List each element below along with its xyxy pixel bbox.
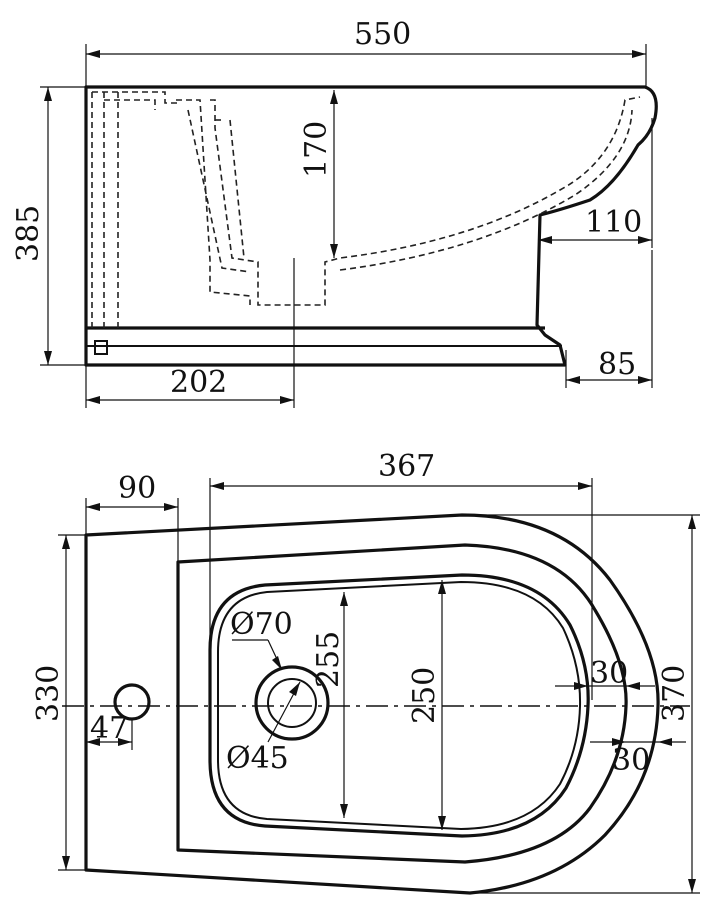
arrow-90-right [164,503,178,511]
dim-202: 202 [170,365,227,400]
dim-47: 47 [90,711,128,746]
hidden-rear-top [92,91,178,104]
dim-30b: 30 [612,743,650,778]
arrow-250-top [438,580,446,594]
arrow-202-left [86,396,100,404]
arrow-30b-left [612,738,626,746]
dim-367: 367 [378,449,435,484]
arrow-30a-right [626,682,640,690]
arrow-47-right [118,738,132,746]
arrow-255-top [340,592,348,606]
top-outer-outline [84,513,660,895]
dim-170: 170 [299,121,334,178]
arrow-47-left [86,738,100,746]
arrow-o45 [289,682,300,696]
arrow-85-left [566,376,580,384]
arrow-370-top [688,515,696,529]
dim-370: 370 [657,665,692,722]
arrow-30a-left [574,682,588,690]
dim-30a: 30 [590,656,628,691]
arrow-550-left [86,50,100,58]
hidden-rear-top-2 [104,99,156,110]
drain-inner-circle [267,678,317,728]
arrow-367-left [210,482,224,490]
dim-550: 550 [354,17,411,52]
arrow-85-right [638,376,652,384]
arrow-110-left [538,236,552,244]
dim-o45: Ø45 [226,741,289,776]
dim-250: 250 [407,667,442,724]
arrow-30b-right [658,738,672,746]
hidden-bowl-mid [187,109,633,273]
arrow-330-top [62,535,70,549]
arrow-90-left [86,503,100,511]
arrow-370-bottom [688,879,696,893]
arrow-550-right [632,50,646,58]
tap-hole-circle [113,683,151,721]
arrow-202-right [280,396,294,404]
dim-330: 330 [31,665,66,722]
arrow-170-top [330,90,338,104]
arrow-385-bottom [44,351,52,365]
arrow-385-top [44,87,52,101]
side-body-outline [84,85,658,367]
arrow-170-bottom [330,244,338,258]
hidden-bowl-slope [229,119,245,259]
top-view: 367 90 330 370 47 255 [31,449,700,895]
side-base-marker [94,340,108,355]
arrow-255-bottom [340,804,348,818]
drain-outer-circle [254,665,330,741]
dim-85: 85 [598,347,636,382]
arrow-110-right [638,236,652,244]
top-bowl-inner [217,580,582,831]
arrow-o70 [272,656,282,670]
dim-255: 255 [311,631,346,688]
arrow-367-right [578,482,592,490]
dim-o70: Ø70 [230,607,293,642]
hidden-bowl-inner [210,96,641,306]
arrow-250-bottom [438,816,446,830]
hidden-bowl-outer [176,99,251,305]
dim-90: 90 [118,471,156,506]
side-view: 550 385 170 110 85 202 [11,17,658,408]
dim-110: 110 [585,205,642,240]
dim-385: 385 [11,205,46,262]
arrow-330-bottom [62,856,70,870]
